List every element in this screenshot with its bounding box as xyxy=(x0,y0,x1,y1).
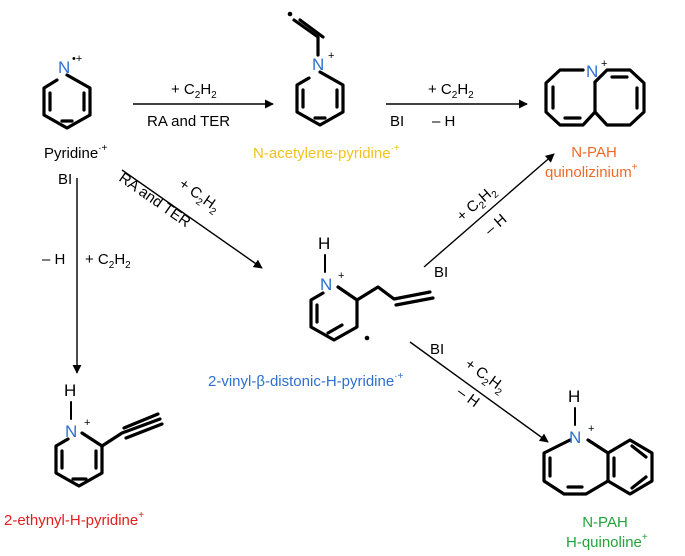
cond-2-c2h2: + C2H2 xyxy=(428,81,474,101)
ethynyl-n-atom: N xyxy=(65,422,77,441)
cond-1-c2h2: + C2H2 xyxy=(171,81,217,101)
cond-6-minus-h: – H xyxy=(454,383,483,410)
pyridine-n-atom: N xyxy=(58,58,70,77)
quinolizinium-charge: + xyxy=(601,58,607,70)
vinyl-h-atom: H xyxy=(318,234,330,253)
quinolizinium-line1: N-PAH xyxy=(571,144,617,161)
vinyl-charge: + xyxy=(338,270,344,282)
cond-2-minus-h: – H xyxy=(432,113,455,130)
quinolizinium-structure: N + xyxy=(544,58,646,127)
cond-4-c2h2: + C2H2 xyxy=(85,251,131,271)
n-acetylene-charge: + xyxy=(328,50,334,62)
quinolizinium-n-atom: N xyxy=(586,62,598,81)
arrow-vinyl-to-quinoline xyxy=(409,341,549,443)
quinoline-n-atom: N xyxy=(569,428,581,447)
vinyl-distonic-label: 2-vinyl-β-distonic-H-pyridine·+ xyxy=(208,371,404,390)
pyridine-radical-cation: •+ xyxy=(72,53,82,65)
n-acetylene-pyridine-structure: N + xyxy=(287,11,345,127)
cond-3-ra-ter: RA and TER xyxy=(116,169,194,231)
pyridine-structure: N •+ xyxy=(42,53,92,130)
cond-6-c2h2: + C2H2 xyxy=(460,355,509,398)
quinolizinium-label: quinolizinium+ xyxy=(545,162,638,181)
ethynyl-h-atom: H xyxy=(64,381,76,400)
quinoline-charge: + xyxy=(588,423,594,435)
ethynyl-charge: + xyxy=(84,417,90,429)
cond-1-ra-ter: RA and TER xyxy=(147,113,230,130)
vinyl-n-atom: N xyxy=(320,275,332,294)
arrow-pyridine-to-vinyl xyxy=(121,169,263,269)
cond-6-bi: BI xyxy=(430,341,444,358)
pyridine-label: Pyridine·+ xyxy=(44,143,108,162)
quinoline-line1: N-PAH xyxy=(582,514,628,531)
ethynyl-structure: N H + xyxy=(54,381,164,488)
cond-5-bi: BI xyxy=(434,264,448,281)
cond-2-bi: BI xyxy=(390,113,404,130)
cond-4-minus-h: – H xyxy=(42,251,65,268)
vinyl-distonic-structure: N H + xyxy=(309,234,435,342)
quinoline-h-atom: H xyxy=(568,387,580,406)
arrow-vinyl-to-quinolizinium xyxy=(423,153,555,268)
quinoline-structure: N H + xyxy=(542,387,654,496)
cond-4-bi: BI xyxy=(58,171,72,188)
n-acetylene-pyridine-label: N-acetylene-pyridine·+ xyxy=(253,143,400,162)
ethynyl-label: 2-ethynyl-H-pyridine+ xyxy=(4,510,144,529)
quinoline-label: H-quinoline+ xyxy=(566,532,648,551)
cond-5-minus-h: – H xyxy=(481,211,510,239)
n-acetylene-n-atom: N xyxy=(312,55,324,74)
